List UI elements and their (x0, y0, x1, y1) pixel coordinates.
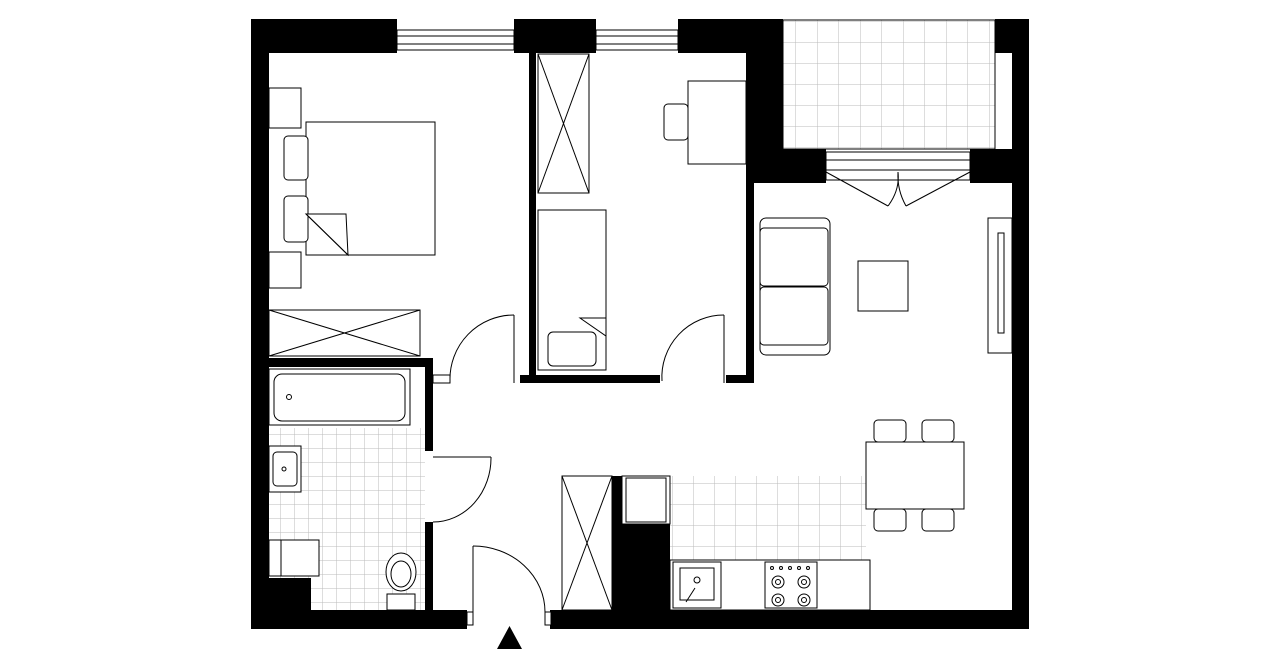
second-bedroom (537, 53, 747, 383)
desk (687, 80, 747, 165)
triangle-up-icon (497, 626, 522, 649)
walls (251, 19, 1029, 629)
coffee-table (857, 260, 909, 312)
windows (396, 29, 971, 207)
bathroom (268, 368, 492, 611)
entrance (466, 545, 552, 649)
balcony (782, 19, 996, 150)
double-bed (305, 121, 436, 256)
living-room (759, 217, 1013, 532)
bedroom (268, 87, 515, 384)
kitchen (561, 475, 871, 611)
chair (663, 103, 689, 141)
kitchen-backsplash-tiles (670, 476, 866, 560)
dining-table (865, 441, 965, 510)
